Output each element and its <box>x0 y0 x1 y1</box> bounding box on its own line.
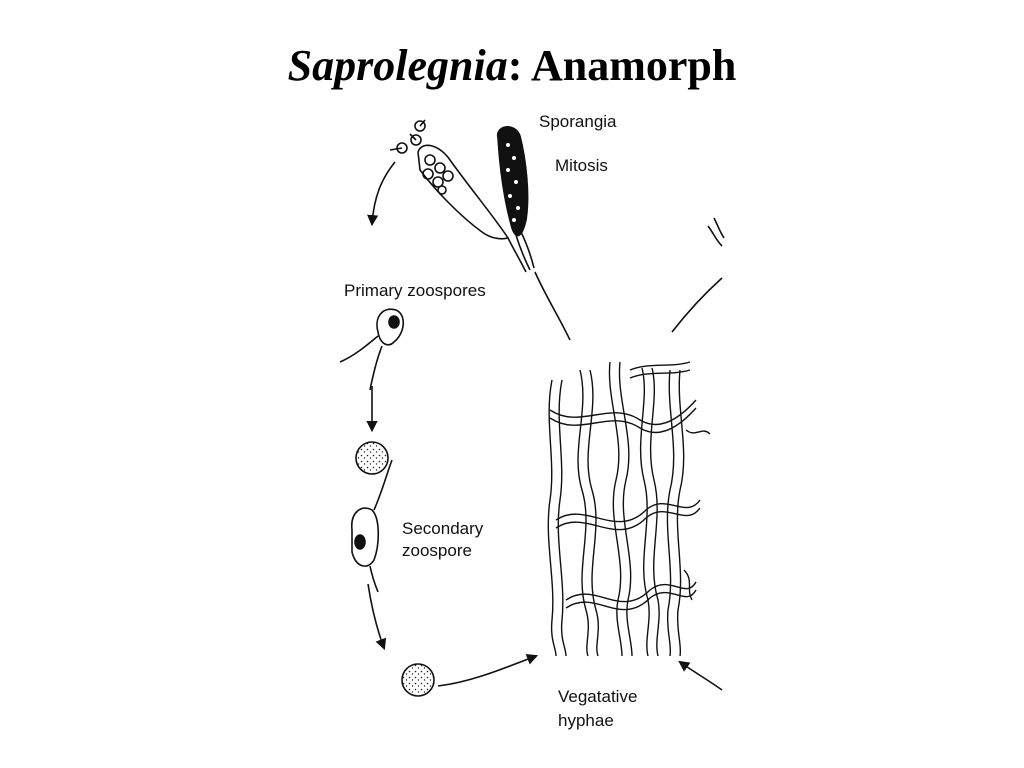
encysted-spore-1 <box>355 441 389 475</box>
encysted-spore-2 <box>401 663 435 697</box>
label-secondary-zoospore-line2: zoospore <box>402 541 472 560</box>
label-secondary-zoospore-line1: Secondary <box>402 519 484 538</box>
title-genus: Saprolegnia <box>287 41 508 90</box>
secondary-zoospore-drawing <box>351 459 393 593</box>
sporangia-drawing <box>389 119 571 341</box>
label-sporangia: Sporangia <box>539 112 617 131</box>
primary-zoospore-drawing <box>339 308 405 391</box>
label-vegetative-line2: hyphae <box>558 711 614 730</box>
label-vegetative-line1: Vegatative <box>558 687 638 706</box>
title-rest: : Anamorph <box>507 41 737 90</box>
diagram-drawing <box>339 119 725 697</box>
life-cycle-diagram: Sporangia Mitosis Primary zoospores Seco… <box>330 100 725 750</box>
slide-title: Saprolegnia: Anamorph <box>0 38 1024 94</box>
label-primary-zoospores: Primary zoospores <box>344 281 486 300</box>
label-mitosis: Mitosis <box>555 156 608 175</box>
vegetative-hyphae-drawing <box>547 361 711 657</box>
